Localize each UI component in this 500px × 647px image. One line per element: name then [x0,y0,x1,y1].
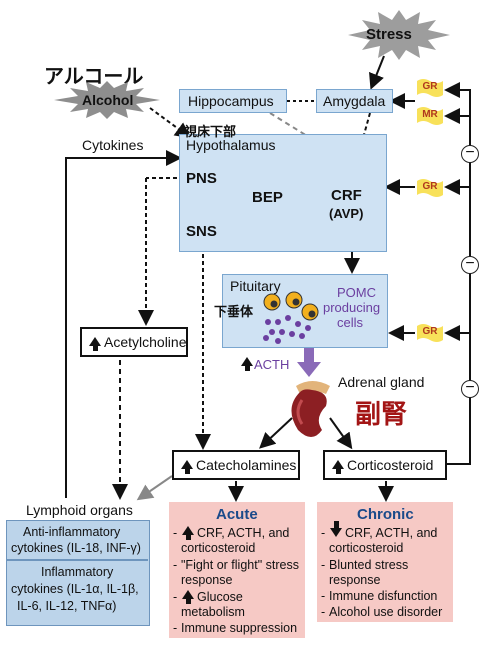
inflammatory-line1: Inflammatory [41,565,114,579]
pituitary-jp-label: 下垂体 [214,304,254,319]
chronic-item-1-prefix: - [321,526,326,540]
gr-label-bottom: GR [422,326,438,337]
gr-receptor-top: GR [416,77,444,99]
alcohol-label: Alcohol [82,92,134,108]
stress-burst-shape [348,10,450,60]
acetylcholine-box: Acetylcholine [80,327,188,357]
stress-label: Stress [366,26,412,43]
inflammatory-line3: IL-6, IL-12, TNFα) [17,599,117,613]
hypothalamus-jp-label: 視床下部 [184,124,237,139]
increase-arrow-icon [182,526,194,540]
bep-label: BEP [252,189,283,206]
acute-item-4-prefix: - [173,621,178,635]
acute-item-1-line2: corticosteroid [181,541,256,555]
chronic-title: Chronic [357,506,414,523]
acute-item-3-line2: metabolism [181,605,245,619]
amygdala-label: Amygdala [323,93,386,109]
chronic-item-1-line2: corticosteroid [329,541,404,555]
mr-label: MR [422,109,438,120]
acute-item-1-prefix: - [173,526,178,540]
chronic-panel: Chronic - CRF, ACTH, and corticosteroid … [317,502,453,622]
acth-label: ACTH [254,357,290,372]
increase-arrow-icon [182,590,194,604]
chronic-item-2-line2: response [329,573,381,587]
adrenal-gland-label: Adrenal gland [338,374,425,390]
anti-inflammatory-line2: cytokines (IL-18, INF-γ) [11,541,141,555]
gr-label-middle: GR [422,181,438,192]
avp-label: (AVP) [329,206,364,221]
gr-receptor-bottom: GR [416,322,444,344]
pomc-line2: producing [323,300,381,315]
chronic-item-3-line1: Immune disfunction [329,589,438,603]
mr-receptor: MR [416,105,444,127]
adrenal-jp-label: 副腎 [355,399,408,429]
catecholamines-label: Catecholamines [196,457,297,473]
alcohol-burst-shape [54,81,160,119]
acute-item-3-line1: Glucose [197,590,243,604]
acute-item-4-line1: Immune suppression [181,621,298,635]
acute-panel: Acute - CRF, ACTH, and corticosteroid - … [169,502,305,638]
anti-inflammatory-line1: Anti-inflammatory [23,525,121,539]
increase-arrow-icon [181,460,193,474]
chronic-item-2-prefix: - [321,558,326,572]
acute-item-2-prefix: - [173,558,178,572]
decrease-arrow-icon [330,521,342,537]
chronic-item-3-prefix: - [321,589,326,603]
increase-arrow-icon [89,337,101,351]
hippocampus-box: Hippocampus [179,89,287,113]
acute-item-3-prefix: - [173,590,178,604]
sns-label: SNS [186,223,217,240]
crf-label: CRF [331,187,362,204]
pomc-line3: cells [337,315,364,330]
lymphoid-organs-title: Lymphoid organs [26,502,133,518]
acute-item-1-line1: CRF, ACTH, and [197,526,290,540]
inhibition-icon-2: − [461,256,479,274]
chronic-item-4-line1: Alcohol use disorder [329,605,443,619]
acute-title: Acute [216,506,258,523]
cytokines-label: Cytokines [82,137,144,153]
acute-item-2-line2: response [181,573,233,587]
inhibition-icon-1: − [461,145,479,163]
catecholamines-box: Catecholamines [172,450,300,480]
hippocampus-label: Hippocampus [188,93,274,109]
gr-label-top: GR [422,81,438,92]
lymphoid-divider [7,559,148,561]
acth-increase-icon [241,357,253,371]
chronic-item-2-line1: Blunted stress [329,558,409,572]
gr-receptor-middle: GR [416,177,444,199]
inhibition-icon-3: − [461,380,479,398]
hypothalamus-label: Hypothalamus [186,137,276,153]
chronic-item-4-prefix: - [321,605,326,619]
pituitary-label: Pituitary [230,278,281,294]
amygdala-box: Amygdala [316,89,393,113]
inflammatory-line2: cytokines (IL-1α, IL-1β, [11,582,139,596]
corticosteroid-box: Corticosteroid [323,450,447,480]
lymphoid-organs-panel: Anti-inflammatory cytokines (IL-18, INF-… [6,520,150,626]
pomc-line1: POMC [337,285,376,300]
hypothalamus-box [179,134,387,252]
pomc-cells-icon [263,291,319,344]
acetylcholine-label: Acetylcholine [104,334,187,350]
acute-item-2-line1: "Fight or flight" stress [181,558,299,572]
alcohol-jp-label: アルコール [44,66,144,88]
corticosteroid-label: Corticosteroid [347,457,434,473]
adrenal-gland-icon [291,381,330,437]
acth-arrow-icon [297,348,321,377]
increase-arrow-icon [332,460,344,474]
pns-label: PNS [186,170,217,187]
chronic-item-1-line1: CRF, ACTH, and [345,526,438,540]
